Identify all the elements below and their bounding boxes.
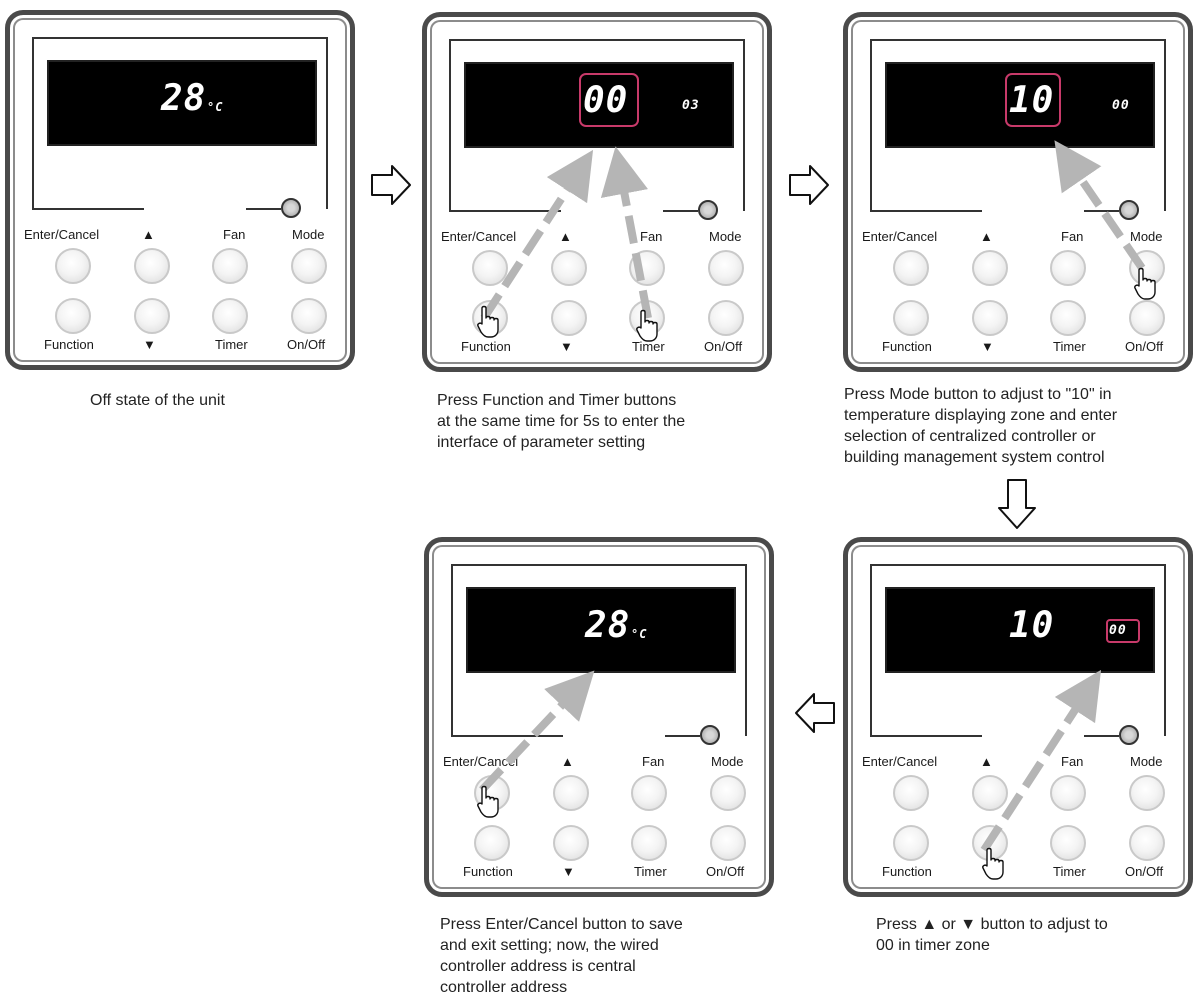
caption-off-state: Off state of the unit — [90, 390, 225, 411]
hand-pointer-icon — [1135, 269, 1155, 300]
flow-arrow-icon — [372, 166, 410, 204]
caption-mode-adjust: Press Mode button to adjust to "10" in t… — [844, 384, 1117, 468]
caption-line: Press Mode button to adjust to "10" in — [844, 384, 1117, 405]
press-arrow — [984, 690, 1088, 850]
caption-line: 00 in timer zone — [876, 935, 1108, 956]
caption-parameter-setting: Press Function and Timer buttons at the … — [437, 390, 685, 453]
hand-pointer-icon — [983, 849, 1003, 880]
caption-line: controller address — [440, 977, 683, 998]
caption-line: and exit setting; now, the wired — [440, 935, 683, 956]
caption-line: Press Function and Timer buttons — [437, 390, 685, 411]
flow-arrow-icon — [790, 166, 828, 204]
flow-arrow-icon — [999, 480, 1035, 528]
caption-line: Off state of the unit — [90, 390, 225, 411]
caption-timer-adjust: Press ▲ or ▼ button to adjust to 00 in t… — [876, 914, 1108, 956]
press-arrow — [1068, 160, 1142, 268]
caption-line: selection of centralized controller or — [844, 426, 1117, 447]
caption-line: Press ▲ or ▼ button to adjust to — [876, 914, 1108, 935]
press-arrow — [482, 688, 578, 790]
press-arrow — [484, 170, 580, 318]
caption-line: building management system control — [844, 447, 1117, 468]
caption-line: at the same time for 5s to enter the — [437, 411, 685, 432]
press-arrow — [620, 170, 648, 318]
caption-save-exit: Press Enter/Cancel button to save and ex… — [440, 914, 683, 998]
caption-line: interface of parameter setting — [437, 432, 685, 453]
hand-pointer-icon — [478, 787, 498, 818]
flow-arrow-icon — [796, 694, 834, 732]
caption-line: temperature displaying zone and enter — [844, 405, 1117, 426]
caption-line: controller address is central — [440, 956, 683, 977]
caption-line: Press Enter/Cancel button to save — [440, 914, 683, 935]
